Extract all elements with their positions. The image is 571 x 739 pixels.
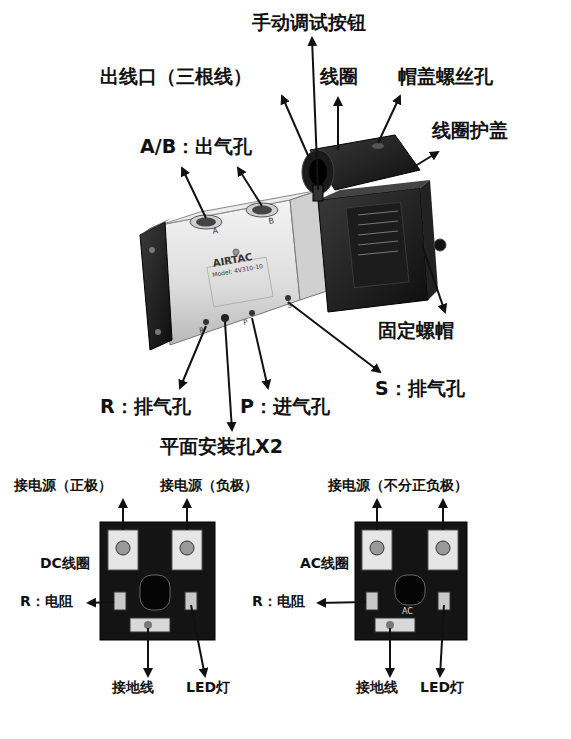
port-label: A/B：出气孔 <box>140 136 252 157</box>
part-label: 手动调试按钮 <box>252 12 366 33</box>
part-label: 线圈护盖 <box>432 120 508 141</box>
part-label: 线圈 <box>320 66 358 87</box>
leader-lines <box>88 500 444 676</box>
part-label: 帽盖螺丝孔 <box>398 66 493 87</box>
port-label: S：排气孔 <box>375 378 465 399</box>
dc-coil-board <box>100 522 215 640</box>
component-label: 接地线 <box>356 680 398 695</box>
part-label: 平面安装孔X2 <box>160 436 283 457</box>
component-label: R：电阻 <box>252 594 305 609</box>
body-marking: S <box>287 302 293 310</box>
valve-body <box>140 190 330 350</box>
board-marking: AC <box>402 608 413 617</box>
terminal-label: 接电源（负极） <box>160 478 258 493</box>
part-label: 固定螺帽 <box>378 320 454 341</box>
component-label: 接地线 <box>112 680 154 695</box>
coil-housing <box>318 180 446 312</box>
port-label: P：进气孔 <box>240 396 330 417</box>
component-label: LED灯 <box>186 680 230 695</box>
body-marking: P <box>243 319 249 327</box>
part-label: 出线口（三根线） <box>100 66 252 87</box>
port-label: R：排气孔 <box>100 396 191 417</box>
component-label: LED灯 <box>420 680 464 695</box>
leader-lines <box>180 38 445 430</box>
board-title: DC线圈 <box>40 556 90 571</box>
ac-coil-board <box>355 522 467 640</box>
coil-cap <box>302 135 420 201</box>
terminal-label: 接电源（正极） <box>14 478 112 493</box>
body-marking: R <box>199 327 205 335</box>
board-title: AC线圈 <box>300 556 349 571</box>
component-label: R：电阻 <box>20 594 73 609</box>
terminal-label: 接电源（不分正负极） <box>328 478 468 493</box>
